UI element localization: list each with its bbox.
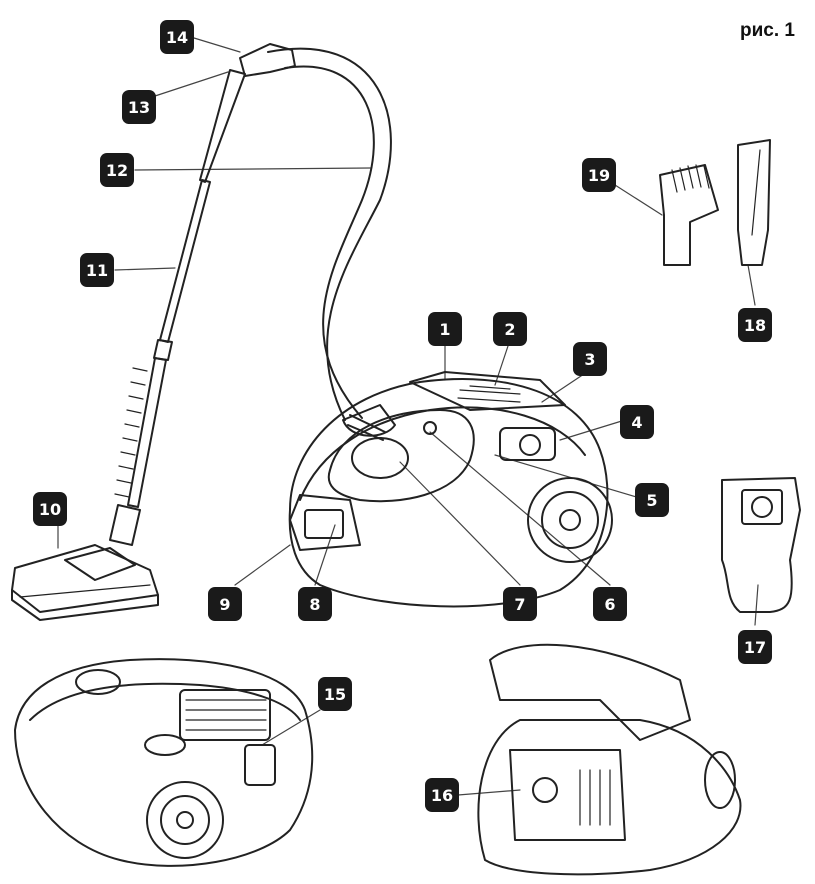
callout-2: 2 — [493, 312, 527, 346]
callout-12: 12 — [100, 153, 134, 187]
vacuum-body-rear — [15, 659, 312, 866]
telescopic-tube — [115, 180, 210, 507]
callout-15: 15 — [318, 677, 352, 711]
hose-handle — [200, 44, 295, 182]
callout-6: 6 — [593, 587, 627, 621]
callout-3: 3 — [573, 342, 607, 376]
callout-11: 11 — [80, 253, 114, 287]
callout-14: 14 — [160, 20, 194, 54]
callout-4: 4 — [620, 405, 654, 439]
callout-13: 13 — [122, 90, 156, 124]
callout-5: 5 — [635, 483, 669, 517]
flexible-hose — [268, 49, 395, 440]
callout-17: 17 — [738, 630, 772, 664]
callout-10: 10 — [33, 492, 67, 526]
callout-18: 18 — [738, 308, 772, 342]
callout-9: 9 — [208, 587, 242, 621]
vacuum-body-open — [478, 645, 740, 875]
callout-1: 1 — [428, 312, 462, 346]
callout-8: 8 — [298, 587, 332, 621]
dust-bag — [722, 478, 800, 612]
dusting-brush — [660, 165, 718, 265]
callout-19: 19 — [582, 158, 616, 192]
crevice-nozzle — [738, 140, 770, 265]
callout-7: 7 — [503, 587, 537, 621]
callout-16: 16 — [425, 778, 459, 812]
vacuum-body — [290, 372, 612, 606]
